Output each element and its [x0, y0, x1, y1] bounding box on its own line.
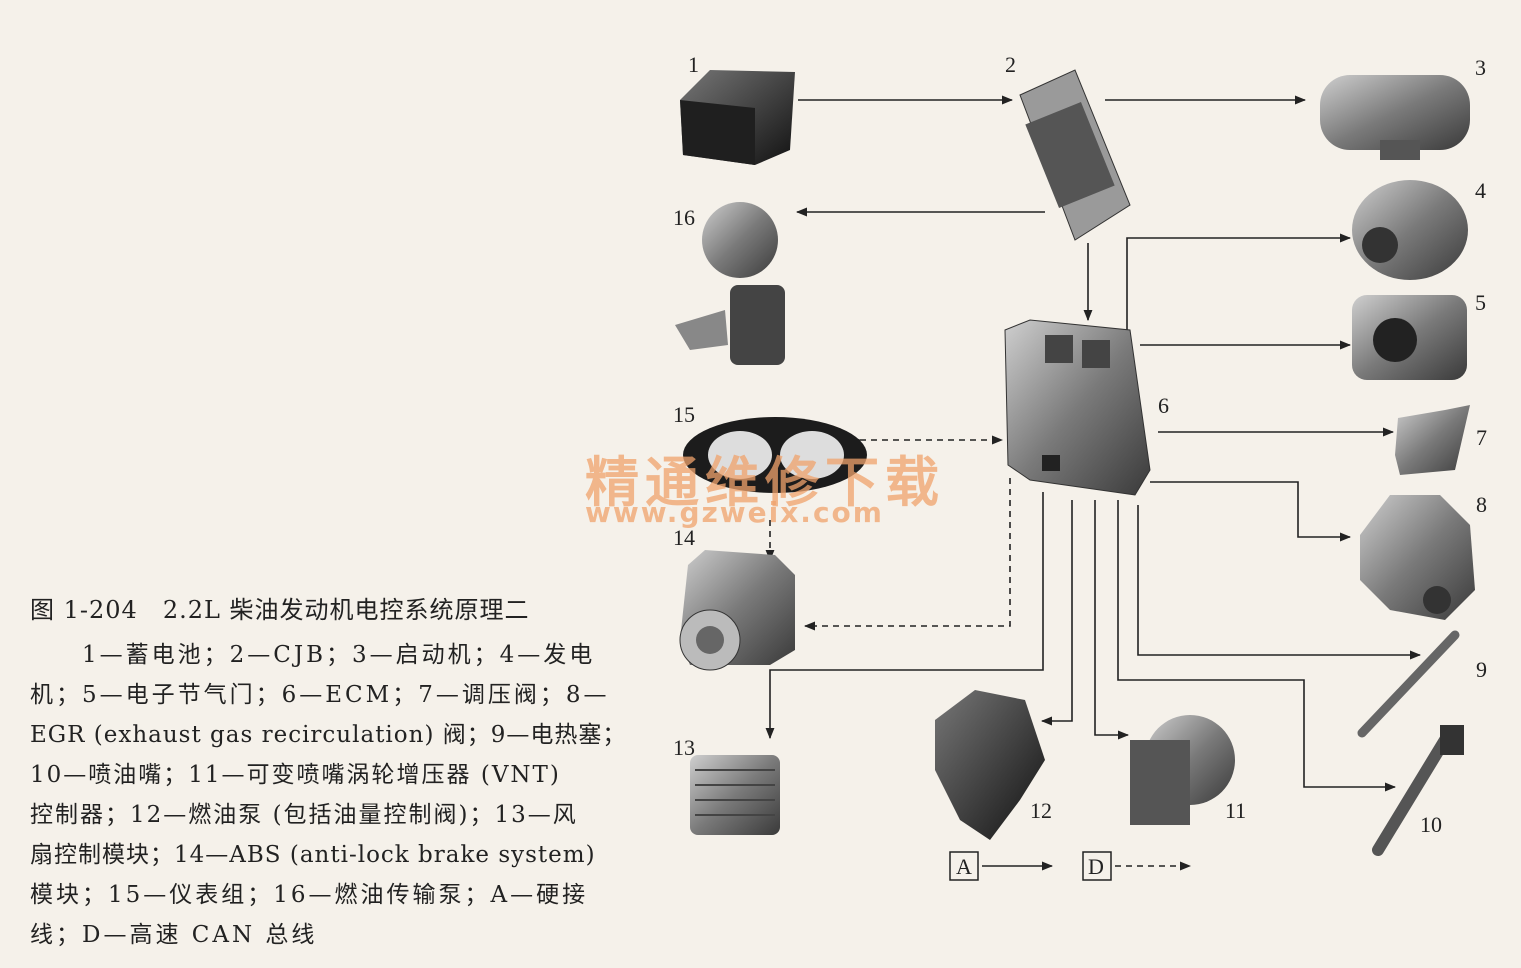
- pressure-regulator-illustration: [1395, 405, 1470, 475]
- legend-key-a: A: [956, 854, 972, 879]
- caption-line-5: 控制器；12—燃油泵 (包括油量控制阀)；13—风: [30, 802, 578, 828]
- battery-illustration: [680, 70, 795, 165]
- label-8: 8: [1476, 492, 1487, 517]
- instrument-cluster-illustration: [683, 417, 867, 493]
- label-4: 4: [1475, 178, 1486, 203]
- glow-plug-illustration: [1357, 630, 1460, 738]
- caption-line-3: EGR (exhaust gas recirculation) 阀；9—电热塞；: [30, 722, 627, 748]
- figure-caption-title: 图 1-204 2.2L 柴油发动机电控系统原理二: [30, 596, 530, 624]
- label-7: 7: [1476, 425, 1487, 450]
- watermark-text: 精通维修下载: [585, 451, 945, 514]
- caption-line-6: 扇控制模块；14—ABS (anti-lock brake system): [30, 842, 596, 868]
- label-16: 16: [673, 205, 695, 230]
- ecm-illustration: [1004, 319, 1151, 496]
- label-11: 11: [1225, 798, 1246, 823]
- legend: A D: [949, 851, 1112, 881]
- label-15: 15: [673, 402, 695, 427]
- vnt-controller-illustration: [1130, 715, 1235, 825]
- fuel-transfer-pump-illustration: [675, 202, 785, 365]
- starter-motor-illustration: [1320, 75, 1470, 160]
- label-2: 2: [1005, 52, 1016, 77]
- component-numbers: 1 2 3 4 5 6 7 8 9 10 11 12 13 14 15 16: [673, 52, 1487, 837]
- label-3: 3: [1475, 55, 1486, 80]
- abs-module-illustration: [679, 550, 795, 671]
- label-10: 10: [1420, 812, 1442, 837]
- hardwire-connections: [765, 95, 1422, 871]
- label-6: 6: [1158, 393, 1169, 418]
- cjb-illustration: [1019, 69, 1131, 241]
- caption-line-2: 机；5—电子节气门；6—ECM；7—调压阀；8—: [30, 682, 610, 708]
- electronic-throttle-illustration: [1352, 295, 1467, 380]
- caption-line-8: 线；D—高速 CAN 总线: [30, 922, 318, 948]
- caption-line-4: 10—喷油嘴；11—可变喷嘴涡轮增压器 (VNT): [30, 762, 561, 788]
- alternator-illustration: [1352, 180, 1468, 280]
- caption-line-7: 模块；15—仪表组；16—燃油传输泵；A—硬接: [30, 882, 589, 908]
- label-12: 12: [1030, 798, 1052, 823]
- fan-control-module-illustration: [690, 755, 780, 835]
- label-1: 1: [688, 52, 699, 77]
- label-14: 14: [673, 525, 695, 550]
- fuel-pump-illustration: [935, 690, 1045, 840]
- injector-illustration: [1372, 725, 1464, 856]
- label-13: 13: [673, 735, 695, 760]
- caption-line-1: 1—蓄电池；2—CJB；3—启动机；4—发电: [82, 642, 596, 668]
- watermark-url: www.gzweix.com: [585, 496, 884, 529]
- legend-key-d: D: [1088, 854, 1104, 879]
- can-bus-connections: [765, 435, 1192, 871]
- egr-valve-illustration: [1360, 495, 1475, 620]
- label-9: 9: [1476, 657, 1487, 682]
- label-5: 5: [1475, 290, 1486, 315]
